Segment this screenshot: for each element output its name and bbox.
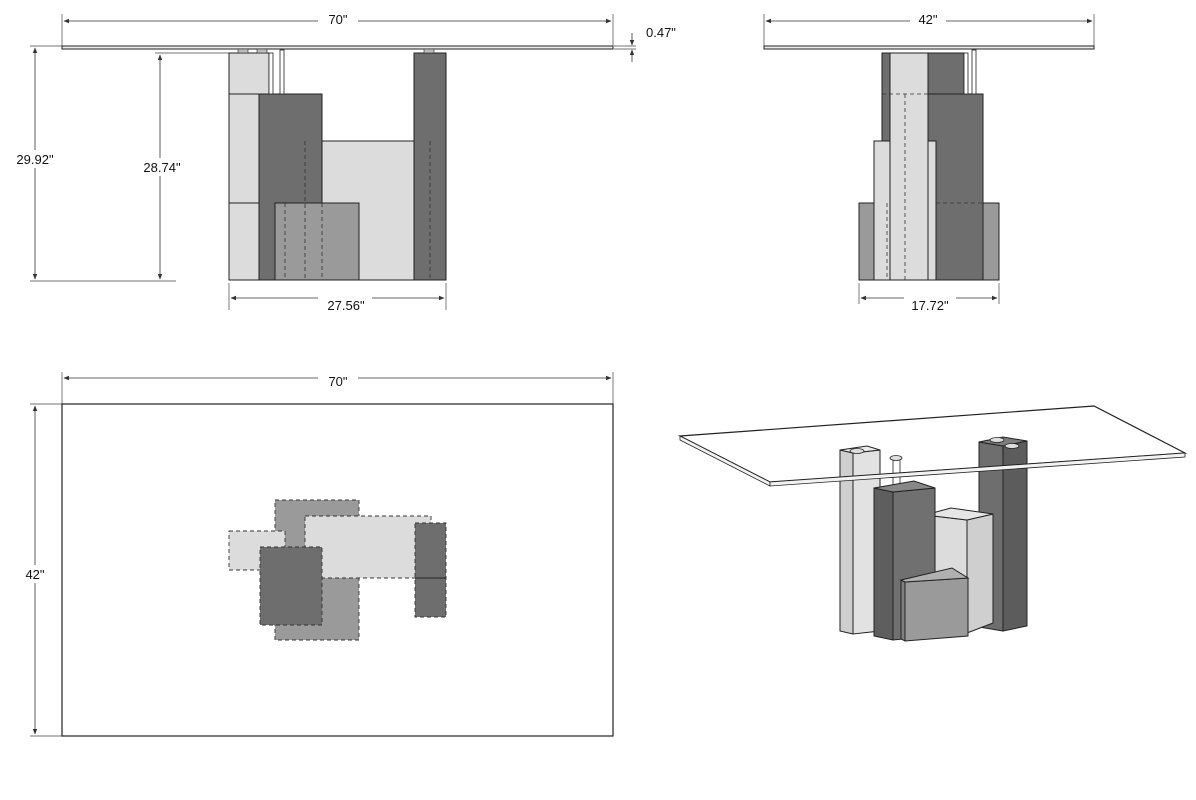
side-support-rod (971, 49, 977, 95)
total-height-label: 29.92" (16, 152, 54, 167)
front-width-label: 70" (328, 12, 347, 27)
plan-dark-right-column (414, 522, 447, 618)
iso-dark-center-column-front (873, 487, 894, 641)
base-height-label: 28.74" (143, 160, 181, 175)
isometric-view (677, 405, 1188, 642)
iso-medium-low-block-front (900, 579, 906, 642)
side-base-width-label: 17.72" (911, 298, 949, 313)
side-dark-right-block (927, 93, 984, 281)
side-light-tall-block (889, 52, 929, 281)
front-elevation: 70" 0.47" 29.92" 28.74" (8, 11, 676, 313)
plan-light-rear-block (304, 515, 432, 579)
plan-dark-center-block (259, 546, 323, 626)
plan-width-label: 70" (328, 374, 347, 389)
front-medium-low-block (274, 202, 360, 281)
plan-depth-label: 42" (25, 567, 44, 582)
side-support-rod (963, 52, 969, 95)
front-dark-right-column (413, 52, 447, 281)
front-support-rod (268, 52, 274, 95)
front-support-rod (279, 49, 285, 95)
top-thickness-label: 0.47" (646, 25, 676, 40)
base-width-label: 27.56" (327, 298, 365, 313)
side-elevation: 42" 17.72" (763, 11, 1095, 313)
glass-top-front (61, 45, 614, 50)
glass-top-side (763, 45, 1095, 50)
plan-view: 70" 42" (16, 368, 614, 737)
side-width-label: 42" (918, 12, 937, 27)
